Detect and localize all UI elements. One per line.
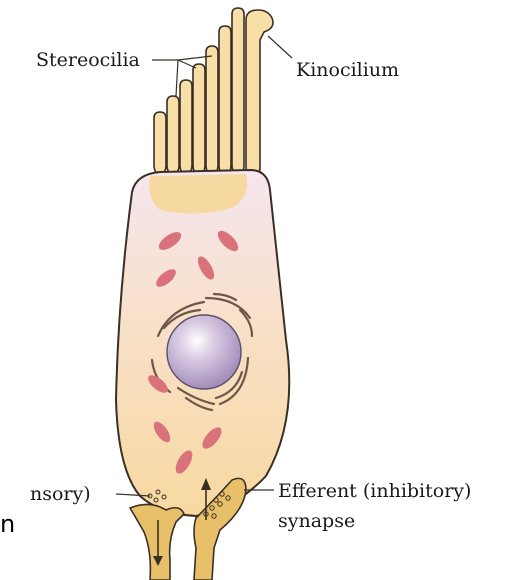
synapse-label: synapse: [278, 510, 355, 532]
stereocilium-5: [206, 46, 218, 175]
stereocilium-3: [180, 80, 192, 175]
stereocilia-bundle: [154, 8, 244, 175]
edge-letter: n: [0, 510, 15, 538]
afferent-label: nsory): [30, 483, 91, 505]
stereocilium-6: [219, 26, 231, 175]
nucleus: [167, 315, 241, 389]
kinocilium-label: Kinocilium: [296, 59, 399, 81]
stereocilia-label: Stereocilia: [36, 49, 140, 71]
stereocilia-leader-2: [178, 60, 196, 68]
stereocilium-1: [154, 112, 166, 175]
kinocilium-leader: [268, 36, 292, 58]
kinocilium: [246, 10, 273, 174]
stereocilium-4: [193, 64, 205, 175]
afferent-nerve-ending: [130, 504, 184, 580]
stereocilium-2: [167, 96, 179, 175]
efferent-label: Efferent (inhibitory): [278, 480, 471, 502]
stereocilium-7: [232, 8, 244, 175]
stereocilia-leader: [152, 60, 178, 96]
